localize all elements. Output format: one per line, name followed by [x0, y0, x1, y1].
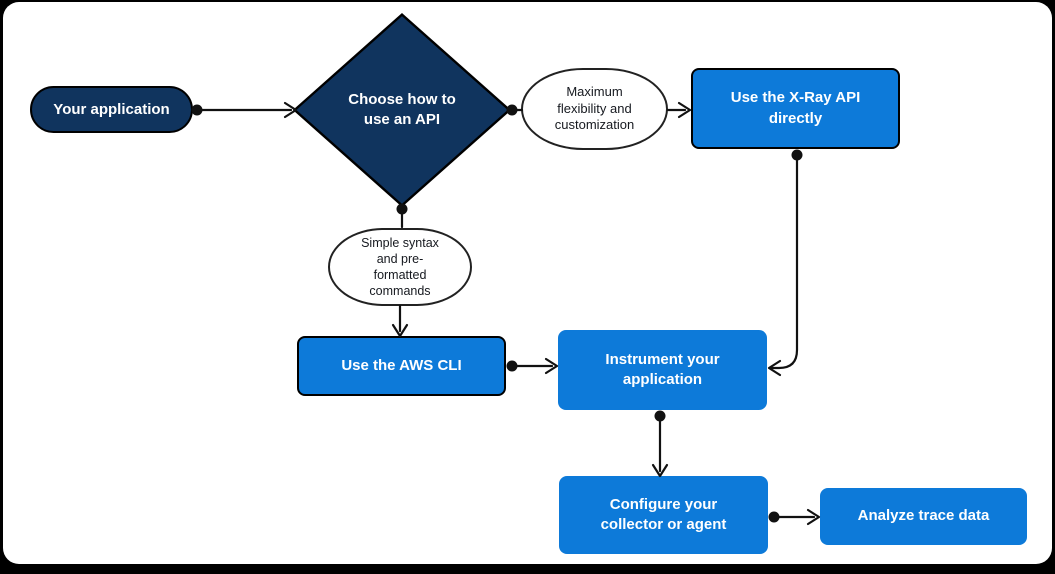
node-choose-how-to-use-api: Choose how to use an API — [293, 13, 511, 207]
node-your-application: Your application — [30, 86, 193, 133]
condition-label: Maximum flexibility and customization — [554, 83, 635, 133]
node-label: Instrument your application — [605, 350, 720, 388]
node-label: Use the X-Ray API directly — [730, 89, 861, 127]
node-configure-collector-agent: Configure your collector or agent — [559, 476, 768, 554]
node-label: Configure your collector or agent — [600, 495, 727, 533]
node-analyze-trace-data: Analyze trace data — [820, 488, 1027, 545]
node-label: Your application — [53, 101, 170, 118]
node-use-aws-cli: Use the AWS CLI — [297, 336, 506, 396]
node-label: Use the AWS CLI — [341, 356, 462, 374]
condition-maximum-flexibility: Maximum flexibility and customization — [521, 68, 668, 150]
node-label: Analyze trace data — [857, 507, 990, 525]
condition-label: Simple syntax and pre-formatted commands — [361, 236, 439, 298]
condition-simple-syntax: Simple syntax and pre-formatted commands — [328, 228, 472, 306]
node-instrument-application: Instrument your application — [558, 330, 767, 410]
node-label: Choose how to use an API — [348, 90, 456, 128]
node-use-xray-api-directly: Use the X-Ray API directly — [691, 68, 900, 149]
